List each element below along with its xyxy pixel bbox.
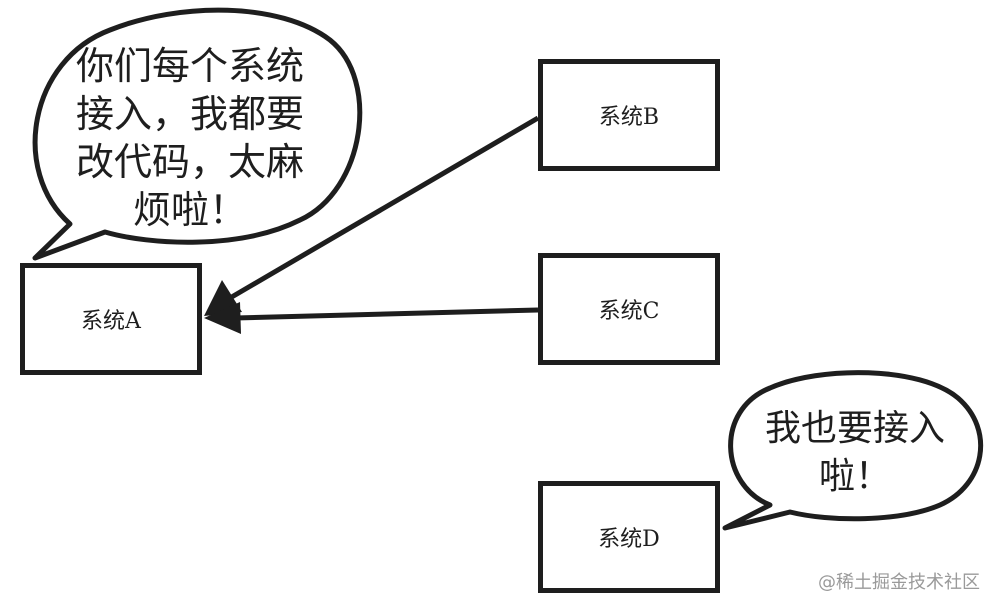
node-label: 系统C (598, 299, 660, 324)
node-system-a: 系统A (20, 263, 202, 375)
speech-bubble-d-text: 我也要接入 啦！ (764, 408, 945, 497)
arrow-c-to-a (234, 307, 539, 321)
watermark: @稀土掘金技术社区 (818, 572, 980, 593)
node-label: 系统B (598, 105, 660, 130)
node-system-b: 系统B (538, 59, 720, 171)
arrow-b-to-a (228, 115, 540, 301)
node-system-d: 系统D (538, 481, 720, 593)
node-label: 系统D (598, 527, 660, 552)
speech-bubble-a (32, 7, 363, 261)
arrowhead-c-to-a (204, 302, 241, 334)
speech-bubble-a-text: 你们每个系统 接入，我都要 改代码，太麻 烦啦！ (75, 44, 304, 232)
node-label: 系统A (81, 309, 141, 334)
speech-bubble-d (722, 370, 984, 531)
node-system-c: 系统C (538, 253, 720, 365)
